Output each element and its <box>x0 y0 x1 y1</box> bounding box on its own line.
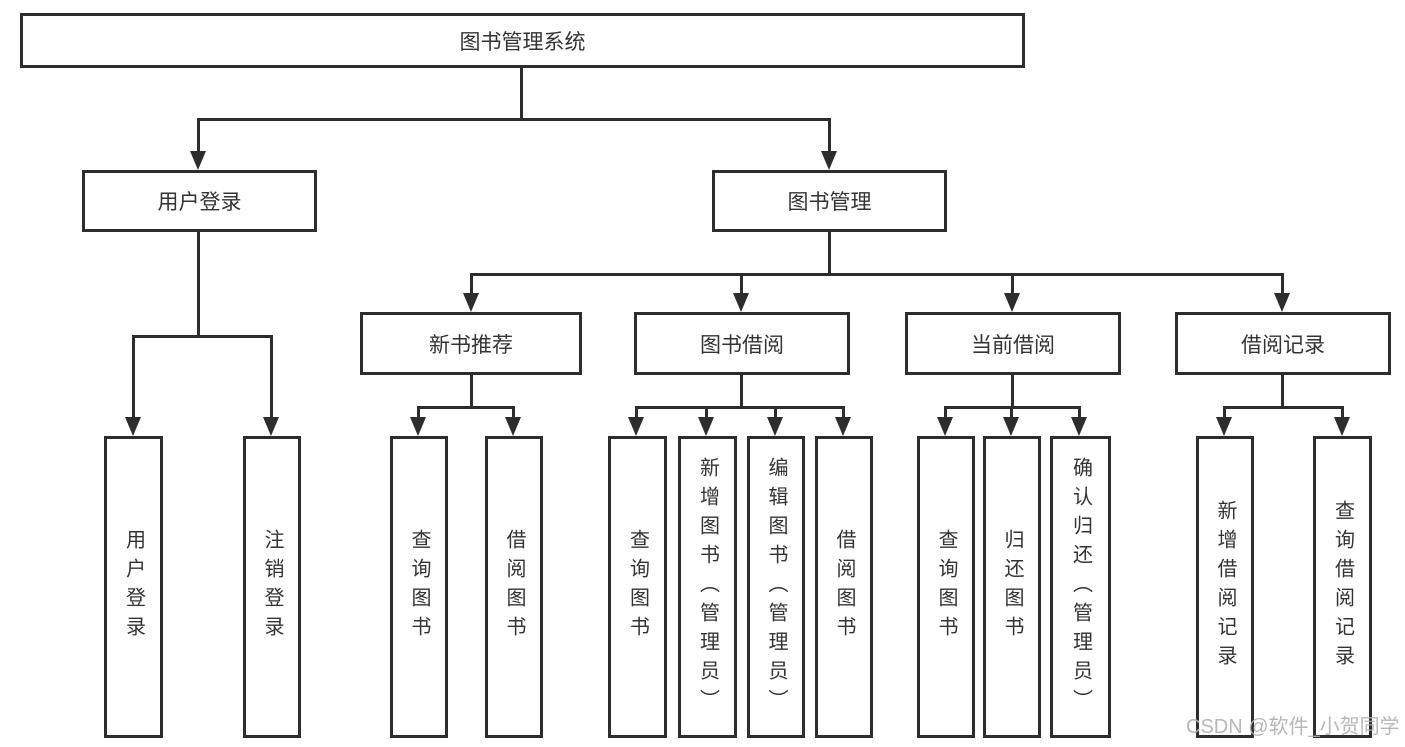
arrow-down-icon <box>835 417 851 436</box>
connector-line <box>132 335 135 417</box>
leaf-bb-query-books: 查询图书 <box>608 436 667 738</box>
connector-line <box>1011 273 1014 293</box>
connector-line <box>705 406 708 417</box>
arrow-down-icon <box>263 417 279 436</box>
connector-line <box>133 335 272 338</box>
arrow-down-icon <box>1071 417 1087 436</box>
node-book-borrowing-label: 图书借阅 <box>700 333 784 357</box>
connector-line <box>197 118 200 151</box>
arrow-down-icon <box>628 417 644 436</box>
connector-line <box>470 273 1283 276</box>
arrow-down-icon <box>821 151 837 170</box>
connector-line <box>774 406 777 417</box>
leaf-nb-query-books-label: 查询图书 <box>408 529 430 645</box>
leaf-nb-borrow-books: 借阅图书 <box>485 436 543 738</box>
leaf-logout: 注销登录 <box>243 436 301 738</box>
connector-line <box>1011 375 1014 406</box>
connector-line <box>1281 273 1284 293</box>
leaf-bb-borrow-books: 借阅图书 <box>815 436 873 738</box>
node-borrow-records: 借阅记录 <box>1175 312 1391 375</box>
leaf-cb-query-books: 查询图书 <box>917 436 975 738</box>
leaf-br-add-record-label: 新增借阅记录 <box>1214 500 1236 674</box>
connector-line <box>417 406 420 417</box>
connector-line <box>1010 406 1013 417</box>
leaf-cb-return-books-label: 归还图书 <box>1001 529 1023 645</box>
leaf-br-query-record: 查询借阅记录 <box>1313 436 1372 738</box>
node-user-login-label: 用户登录 <box>157 191 242 214</box>
connector-line <box>1223 406 1343 409</box>
connector-line <box>512 406 515 417</box>
connector-line <box>197 118 830 121</box>
connector-line <box>1341 406 1344 417</box>
connector-line <box>944 406 947 417</box>
node-new-book-recommend: 新书推荐 <box>360 312 582 375</box>
node-book-borrowing: 图书借阅 <box>634 312 850 375</box>
connector-line <box>740 375 743 406</box>
arrow-down-icon <box>410 417 426 436</box>
arrow-down-icon <box>463 293 479 312</box>
leaf-br-query-record-label: 查询借阅记录 <box>1331 500 1354 674</box>
leaf-nb-borrow-books-label: 借阅图书 <box>503 529 525 645</box>
leaf-br-add-record: 新增借阅记录 <box>1196 436 1254 738</box>
node-book-management: 图书管理 <box>712 170 947 232</box>
connector-line <box>635 406 638 417</box>
connector-line <box>197 232 200 335</box>
node-current-borrowing: 当前借阅 <box>905 312 1121 375</box>
leaf-bb-add-books-label: 新增图书（管理员） <box>696 456 719 718</box>
leaf-bb-add-books: 新增图书（管理员） <box>678 436 737 738</box>
node-user-login: 用户登录 <box>82 170 317 232</box>
csdn-watermark: CSDN @软件_小贺同学 <box>1186 716 1400 738</box>
arrow-down-icon <box>1334 417 1350 436</box>
leaf-bb-borrow-books-label: 借阅图书 <box>833 529 855 645</box>
leaf-cb-return-books: 归还图书 <box>983 436 1041 738</box>
leaf-nb-query-books: 查询图书 <box>390 436 448 738</box>
leaf-bb-edit-books-label: 编辑图书（管理员） <box>765 456 787 718</box>
leaf-user-login: 用户登录 <box>104 436 163 738</box>
arrow-down-icon <box>505 417 521 436</box>
connector-line <box>417 406 514 409</box>
connector-line <box>470 273 473 293</box>
leaf-user-login-label: 用户登录 <box>122 529 145 645</box>
arrow-down-icon <box>698 417 714 436</box>
connector-line <box>828 232 831 273</box>
connector-line <box>1078 406 1081 417</box>
node-new-book-recommend-label: 新书推荐 <box>429 333 513 357</box>
arrow-down-icon <box>733 293 749 312</box>
connector-line <box>520 68 523 118</box>
arrow-down-icon <box>937 417 953 436</box>
arrow-down-icon <box>1003 417 1019 436</box>
connector-line <box>842 406 845 417</box>
leaf-cb-query-books-label: 查询图书 <box>935 529 957 645</box>
arrow-down-icon <box>125 417 141 436</box>
connector-line <box>828 118 831 151</box>
leaf-cb-confirm-return: 确认归还（管理员） <box>1050 436 1111 738</box>
arrow-down-icon <box>190 151 206 170</box>
connector-line <box>470 375 473 406</box>
node-book-management-label: 图书管理 <box>787 191 872 214</box>
node-root: 图书管理系统 <box>20 13 1025 68</box>
connector-line <box>1223 406 1226 417</box>
arrow-down-icon <box>1216 417 1232 436</box>
node-borrow-records-label: 借阅记录 <box>1241 333 1325 357</box>
node-root-label: 图书管理系统 <box>459 30 586 54</box>
connector-line <box>740 273 743 293</box>
leaf-bb-query-books-label: 查询图书 <box>626 529 649 645</box>
connector-line <box>635 406 844 409</box>
leaf-bb-edit-books: 编辑图书（管理员） <box>747 436 805 738</box>
leaf-logout-label: 注销登录 <box>261 529 283 645</box>
arrow-down-icon <box>1004 293 1020 312</box>
connector-line <box>270 335 273 417</box>
arrow-down-icon <box>767 417 783 436</box>
leaf-cb-confirm-return-label: 确认归还（管理员） <box>1069 456 1092 718</box>
node-current-borrowing-label: 当前借阅 <box>971 333 1055 357</box>
connector-line <box>1281 375 1284 406</box>
arrow-down-icon <box>1274 293 1290 312</box>
